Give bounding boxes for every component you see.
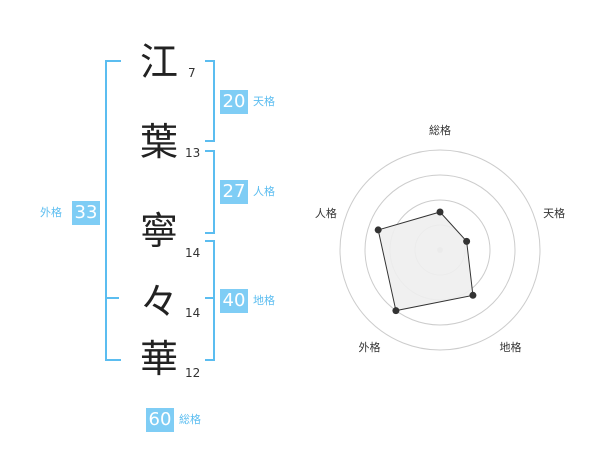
soukaku-label: 総格 [179,413,201,426]
stroke-count-2: 13 [185,146,201,160]
radar-point-2 [463,237,471,245]
name-char-4: 々 [140,280,179,324]
gaikaku-label: 外格 [40,206,62,219]
name-char-2: 葉 [140,120,179,164]
radar-point-3 [469,291,477,299]
radar-label-4: 外格 [358,340,380,354]
soukaku-value: 60 [146,408,174,432]
jinkaku-label: 人格 [253,185,275,198]
radar-label-2: 天格 [543,206,565,220]
chikaku-mid-tick [205,297,215,299]
name-char-5: 華 [140,337,179,381]
radar-ring [364,174,516,326]
radar-point-4 [392,307,400,315]
tenkaku-bracket [205,60,215,142]
jinkaku-value: 27 [220,180,248,204]
gaikaku-mid-tick [107,297,119,299]
stroke-count-4: 14 [185,306,201,320]
chikaku-bracket [205,240,215,361]
jinkaku-bracket [205,150,215,234]
tenkaku-label: 天格 [253,95,275,108]
name-char-1: 江 [140,40,179,84]
radar-ring [339,149,541,351]
chikaku-value: 40 [220,289,248,313]
name-char-3: 寧 [140,209,179,253]
tenkaku-value: 20 [220,90,248,114]
stroke-count-5: 12 [185,366,201,380]
gaikaku-bracket [105,60,121,361]
radar-label-1: 総格 [429,123,451,137]
gaikaku-value: 33 [72,201,100,225]
stroke-count-3: 14 [185,246,201,260]
radar-point-5 [374,226,382,234]
stroke-count-1: 7 [188,66,196,80]
radar-point-1 [436,208,444,216]
radar-label-3: 地格 [500,340,522,354]
radar-label-5: 人格 [315,206,337,220]
chikaku-label: 地格 [253,294,275,307]
radar-area [377,211,474,312]
